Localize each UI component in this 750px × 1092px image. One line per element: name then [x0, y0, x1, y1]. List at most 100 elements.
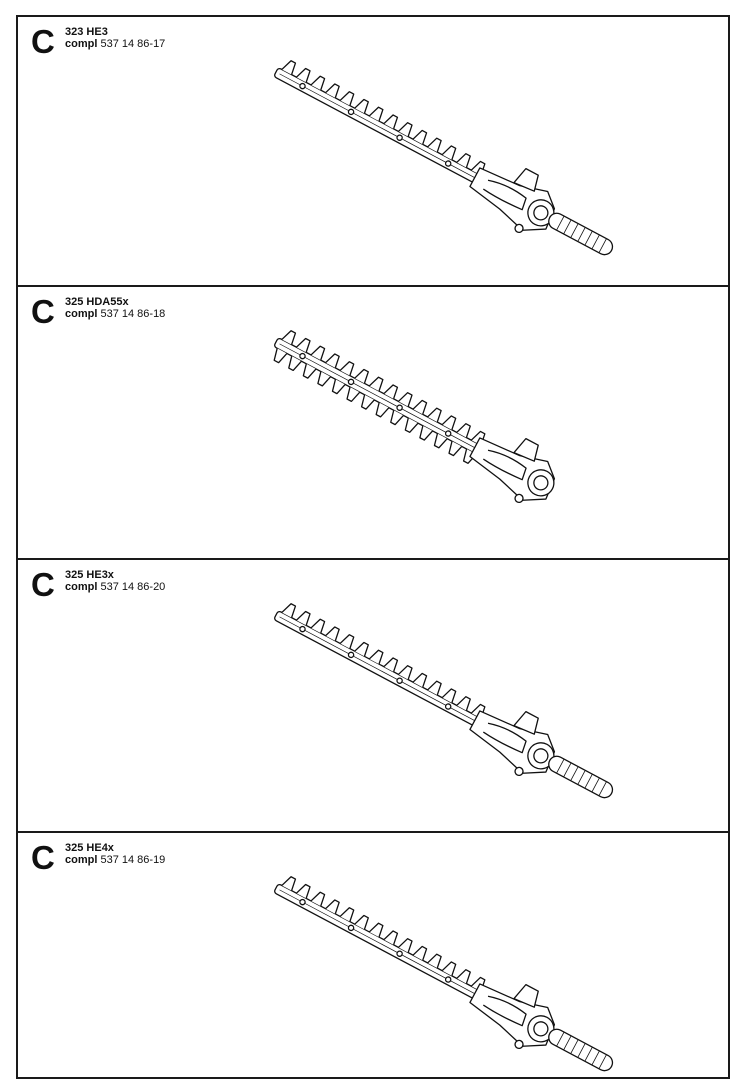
blade-tooth — [339, 361, 355, 376]
trimmer-drawing — [273, 330, 556, 504]
blade-tooth — [273, 348, 288, 364]
blade-tooth — [295, 337, 311, 353]
blade-tooth — [383, 384, 399, 400]
panel-325-he3x: C 325 HE3x compl 537 14 86-20 — [18, 560, 728, 833]
rivet — [347, 651, 355, 659]
gear-housing — [469, 437, 556, 501]
model-name: 323 HE3 — [65, 26, 108, 38]
blade-tooth — [281, 330, 297, 345]
trimmer-drawing — [274, 876, 614, 1072]
section-letter: C — [31, 293, 55, 330]
rivet — [347, 924, 355, 932]
blade-tooth — [325, 353, 340, 369]
model-name: 325 HDA55x — [65, 296, 129, 308]
section-letter: C — [31, 566, 55, 603]
rivet — [444, 160, 452, 167]
trimmer-drawing — [274, 60, 614, 256]
rivet — [299, 898, 306, 906]
blade-tooth — [368, 376, 384, 392]
handle-bracket — [513, 983, 539, 1008]
hedge-trimmer-illustration — [274, 603, 614, 799]
panel-323-he3: C 323 HE3 compl 537 14 86-17 — [18, 17, 728, 287]
gear-housing — [469, 983, 556, 1047]
blade-tooth — [427, 407, 442, 423]
part-number: 537 14 86-19 — [100, 854, 166, 866]
handle-bracket — [513, 710, 539, 735]
blade-tooth — [441, 415, 457, 431]
rivet — [444, 703, 452, 710]
part-number: 537 14 86-20 — [100, 581, 166, 593]
model-name: 325 HE4x — [65, 842, 114, 854]
blade-tooth — [281, 60, 297, 75]
blade-tooth — [383, 930, 399, 946]
blade-tooth — [281, 876, 297, 891]
blade-tooth — [419, 425, 434, 441]
rivet — [396, 404, 403, 411]
blade-tooth — [339, 91, 355, 106]
model-name: 325 HE3x — [65, 569, 114, 581]
trimmer-drawing — [274, 603, 614, 799]
rivet — [396, 677, 403, 684]
section-letter: C — [31, 23, 55, 60]
blade-tooth — [397, 392, 413, 407]
part-number: 537 14 86-17 — [100, 38, 166, 50]
rivet — [299, 625, 306, 633]
rivet — [299, 82, 306, 90]
blade-tooth — [325, 899, 340, 915]
blade-tooth — [427, 137, 442, 153]
bolt — [514, 493, 524, 504]
blade-tooth — [412, 672, 428, 688]
blade-tooth — [456, 423, 471, 438]
blade-tooth — [383, 657, 399, 673]
blade-tooth — [456, 153, 471, 168]
hedge-trimmer-illustration — [274, 876, 614, 1072]
blade-tooth — [360, 394, 375, 410]
handle-bracket — [513, 437, 539, 462]
blade-tooth — [412, 129, 428, 145]
blade-tooth — [368, 106, 384, 122]
blade-tooth — [412, 945, 428, 961]
part-number-line: compl 537 14 86-18 — [65, 308, 165, 320]
drive-shaft — [548, 212, 614, 256]
blade-tooth — [368, 922, 384, 938]
blade-tooth — [397, 122, 413, 137]
blade-tooth — [397, 665, 413, 680]
rivet — [444, 430, 452, 437]
rivet — [396, 134, 403, 141]
blade-tooth — [412, 399, 428, 415]
gear-housing — [469, 710, 556, 774]
compl-label: compl — [65, 854, 98, 866]
blade-tooth — [281, 603, 297, 618]
parts-sheet: C 323 HE3 compl 537 14 86-17 C 325 HDA55… — [16, 15, 730, 1079]
blade-tooth — [456, 696, 471, 711]
blade-tooth — [368, 649, 384, 665]
blade-tooth — [354, 641, 369, 657]
blade-tooth — [339, 634, 355, 649]
bolt — [514, 1039, 524, 1050]
blade-tooth — [302, 363, 317, 379]
blade-tooth — [325, 626, 340, 642]
blade-tooth — [375, 402, 390, 418]
blade-tooth — [441, 961, 457, 977]
blade-tooth — [427, 953, 442, 969]
blade-tooth — [354, 368, 369, 384]
rivet — [299, 352, 306, 360]
hedge-trimmer-illustration — [273, 330, 556, 504]
blade-tooth — [310, 345, 326, 361]
compl-label: compl — [65, 308, 98, 320]
blade-tooth — [325, 83, 340, 99]
bolt — [514, 223, 524, 234]
blade-tooth — [310, 891, 326, 907]
part-number-line: compl 537 14 86-17 — [65, 38, 165, 50]
part-number-line: compl 537 14 86-20 — [65, 581, 165, 593]
panel-325-hda55x: C 325 HDA55x compl 537 14 86-18 — [18, 287, 728, 560]
blade-tooth — [433, 433, 448, 449]
blade-tooth — [295, 610, 311, 626]
drive-shaft — [548, 755, 614, 799]
blade-tooth — [456, 969, 471, 984]
rivet — [396, 950, 403, 957]
handle-bracket — [513, 167, 539, 192]
blade-tooth — [383, 114, 399, 130]
blade-tooth — [288, 355, 302, 372]
blade-tooth — [310, 618, 326, 634]
